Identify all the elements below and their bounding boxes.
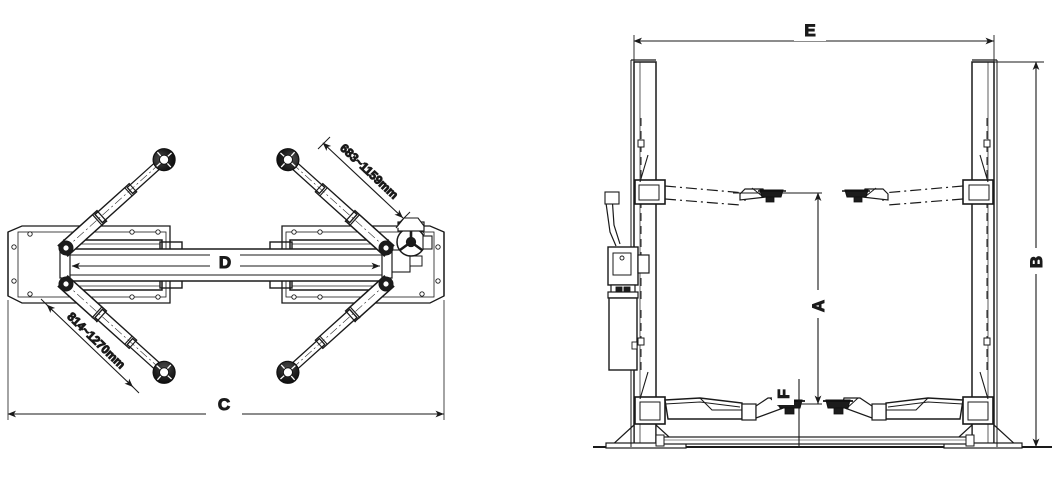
motor-pulley-assembly-top	[395, 217, 433, 257]
dimension-F-label: F	[776, 389, 793, 399]
dimension-A-label: A	[809, 300, 828, 312]
lift-pad-left-raised	[758, 189, 786, 203]
lift-pad-lower-left	[152, 360, 176, 384]
lift-pad-right-raised	[842, 189, 870, 203]
lift-pad-upper-right	[276, 148, 300, 172]
dimension-A: A	[733, 192, 829, 405]
dimension-E-label: E	[804, 21, 815, 40]
dimension-D-label: D	[219, 253, 231, 272]
floor-cable-cover	[655, 434, 975, 447]
lift-pad-right-lowered	[823, 399, 853, 415]
dimension-D: D	[71, 252, 380, 273]
front-view-group: E A B F	[593, 19, 1052, 449]
left-arm-lowered	[634, 371, 805, 425]
dimension-B: B	[994, 61, 1047, 448]
right-arm-raised	[842, 154, 994, 206]
arm-sections	[287, 275, 395, 374]
right-arm-lowered	[823, 371, 994, 425]
lift-pad-lower-right	[276, 360, 300, 384]
dimension-E: E	[633, 19, 995, 68]
right-column	[943, 59, 1023, 449]
dimension-F: F	[772, 379, 806, 447]
power-unit	[604, 191, 650, 371]
left-arm-raised	[634, 154, 786, 206]
top-view-group: D	[7, 136, 445, 420]
dimension-C-label: C	[218, 395, 230, 414]
arm-lower-right	[276, 275, 395, 384]
dimension-upper-arm-range: 683~1159mm	[317, 136, 411, 225]
dimension-C: C	[7, 300, 445, 420]
dimension-B-label: B	[1027, 256, 1046, 268]
arm-upper-left	[57, 148, 176, 257]
dimension-upper-arm-label: 683~1159mm	[337, 141, 401, 202]
lift-pad-upper-left	[152, 148, 176, 172]
